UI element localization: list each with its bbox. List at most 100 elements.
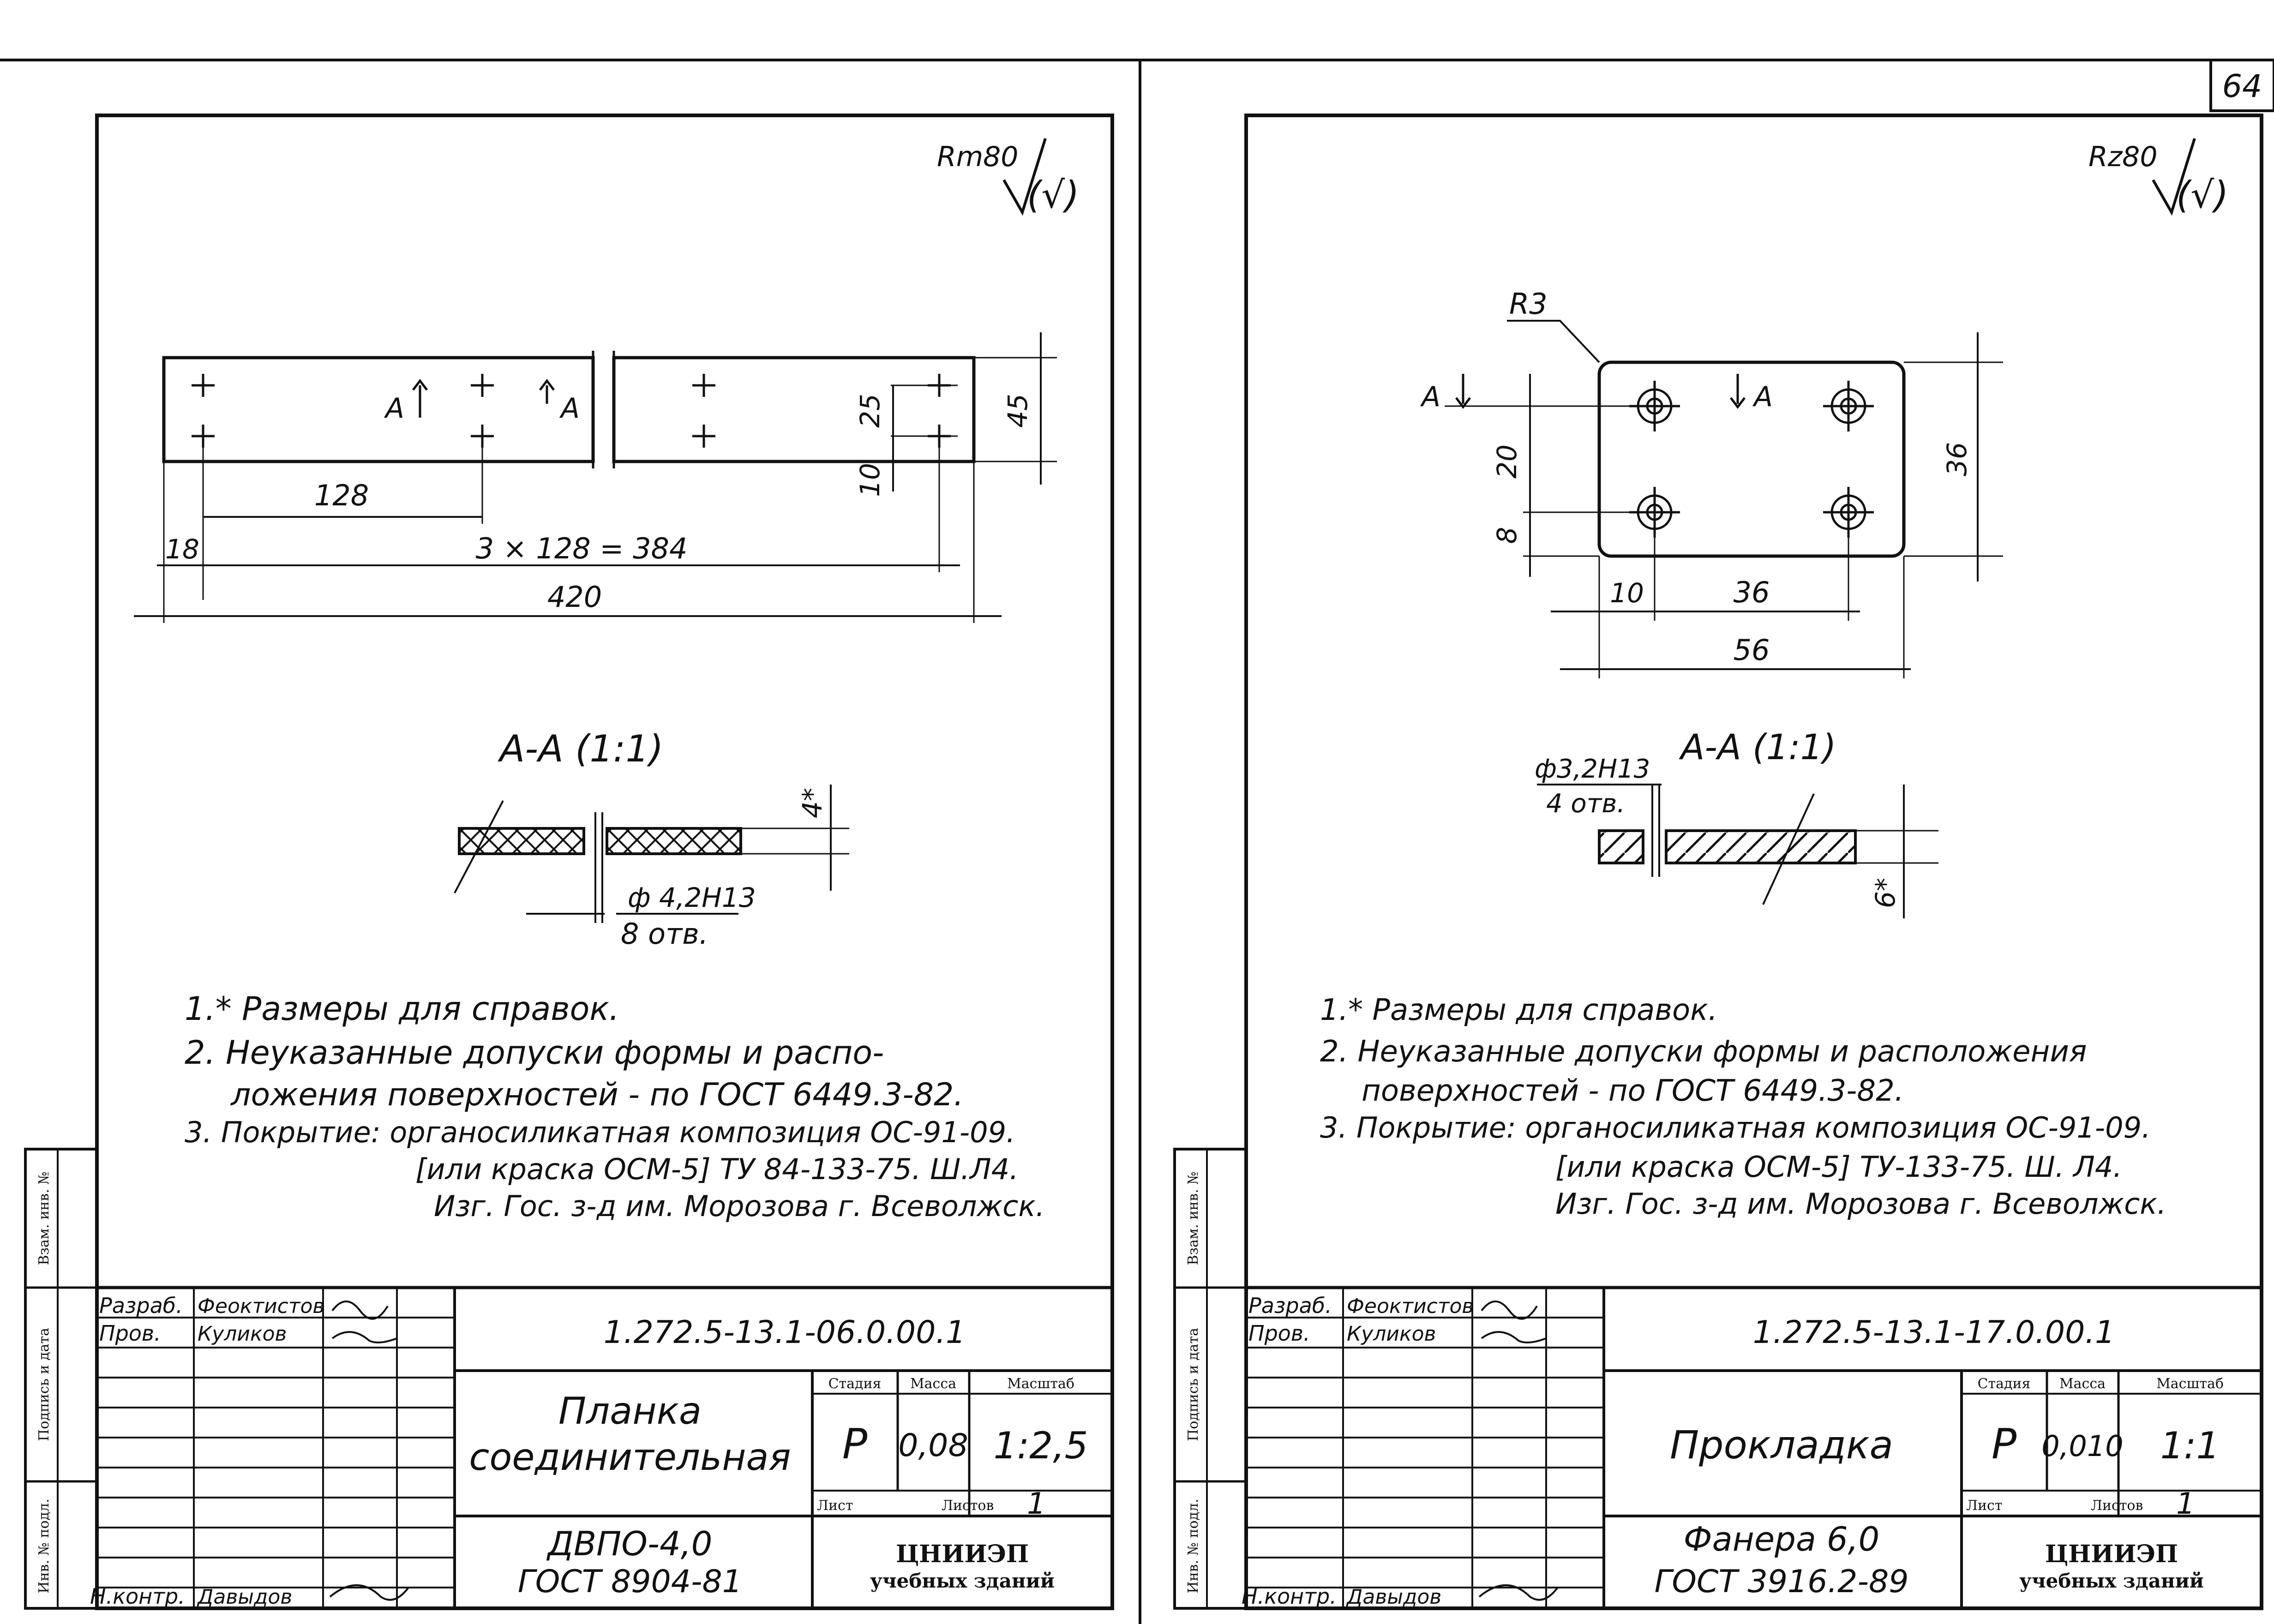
right-name-1: Феоктистов (1347, 1294, 1474, 1318)
right-role-2: Пров. (1248, 1321, 1310, 1346)
right-role-1: Разраб. (1248, 1293, 1332, 1318)
right-dim-56: 56 (1734, 633, 1770, 667)
right-note-5: [или краска ОСМ-5] ТУ-133-75. Ш. Л4. (1555, 1150, 2122, 1184)
left-role-7: Н.контр. (90, 1584, 185, 1609)
right-section-hole: ф3,2Н13 (1535, 754, 1650, 784)
right-section-view: А-А (1:1) ф3,2Н13 4 отв. 6* (1535, 726, 1938, 918)
sheet-right: Взам. инв. № Подпись и дата Инв. № подл.… (1173, 114, 2263, 1610)
right-material-1: Фанера 6,0 (1684, 1520, 1880, 1558)
right-mass: 0,010 (2041, 1429, 2124, 1463)
right-org-2: учебных зданий (2019, 1570, 2204, 1592)
right-dim-10: 10 (1610, 577, 1644, 609)
left-section-thickness: 4* (797, 788, 828, 818)
right-section-title: А-А (1:1) (1678, 726, 1836, 767)
left-material-2: ГОСТ 8904-81 (518, 1564, 742, 1600)
left-role-1: Разраб. (99, 1293, 183, 1318)
right-org-1: ЦНИИЭП (2045, 1540, 2178, 1568)
left-note-1: 1.* Размеры для справок. (185, 990, 619, 1028)
right-stage-header: Стадия (1978, 1376, 2031, 1392)
right-mass-header: Масса (2059, 1376, 2106, 1392)
left-material-1: ДВПО-4,0 (546, 1524, 713, 1563)
right-side-strip (1173, 1148, 1248, 1610)
right-roughness-check-icon (2152, 138, 2196, 216)
right-name-2: Куликов (1347, 1322, 1436, 1346)
right-section-thickness: 6* (1870, 878, 1901, 908)
right-section-mark-2: A (1752, 381, 1773, 413)
left-note-6: Изг. Гос. з-д им. Морозова г. Всеволжск. (434, 1189, 1045, 1223)
left-name-2: Куликов (198, 1322, 287, 1346)
left-section-mark-1: A (384, 392, 404, 425)
right-sheets: 1 (2176, 1487, 2195, 1521)
left-role-2: Пров. (99, 1321, 161, 1346)
left-mass: 0,08 (898, 1427, 968, 1464)
left-sheets: 1 (1027, 1487, 1046, 1521)
left-section-title: А-А (1:1) (498, 727, 664, 770)
left-plan-view: A A 128 3 × 128 = 384 18 420 25 10 (134, 332, 1057, 623)
left-dim-25: 25 (854, 394, 886, 428)
page-number-box (2209, 59, 2274, 112)
left-sheet-label: Лист (817, 1498, 853, 1514)
left-dim-420: 420 (547, 580, 602, 614)
left-sheets-label: Листов (942, 1498, 994, 1514)
left-roughness-suffix: (√) (1027, 174, 1079, 216)
left-designation: 1.272.5-13.1-06.0.00.1 (604, 1314, 966, 1351)
left-mass-header: Масса (910, 1376, 956, 1392)
left-title-block: Разраб. Пров. Н.контр. Феоктистов Кулико… (90, 1286, 1112, 1609)
left-scale-header: Масштаб (1007, 1376, 1074, 1392)
right-side-label-3: Инв. № подл. (1185, 1498, 1201, 1593)
left-name-7: Давыдов (197, 1585, 292, 1609)
right-roughness-suffix: (√) (2176, 174, 2228, 216)
sheet-left: Взам. инв. № Подпись и дата Инв. № подл.… (24, 114, 1114, 1610)
left-dim-128: 128 (314, 479, 369, 512)
right-dim-8: 8 (1491, 527, 1523, 544)
right-dim-36h: 36 (1734, 575, 1770, 609)
left-roughness-label: Rm80 (937, 141, 1018, 173)
right-signatures (1478, 1300, 1559, 1601)
right-designation: 1.272.5-13.1-17.0.00.1 (1753, 1314, 2115, 1351)
right-note-3: поверхностей - по ГОСТ 6449.3-82. (1362, 1074, 1904, 1108)
right-sheet-frame (1244, 114, 2263, 1610)
right-notes: 1.* Размеры для справок. 2. Неуказанные … (1320, 993, 2166, 1221)
left-signatures (329, 1300, 409, 1601)
left-section-hole: ф 4,2Н13 (628, 882, 756, 913)
right-dim-20: 20 (1491, 444, 1523, 479)
right-section-hole-count: 4 отв. (1546, 789, 1625, 819)
right-item-name: Прокладка (1670, 1422, 1893, 1468)
left-note-2: 2. Неуказанные допуски формы и распо- (185, 1034, 884, 1072)
right-scale: 1:1 (2160, 1424, 2220, 1467)
left-side-label-1: Взам. инв. № (36, 1171, 52, 1265)
right-note-6: Изг. Гос. з-д им. Морозова г. Всеволжск. (1555, 1187, 2166, 1221)
left-roughness-check-icon (1002, 138, 1047, 216)
left-stage: Р (842, 1420, 868, 1468)
right-section-mark-1: A (1420, 381, 1440, 413)
right-role-7: Н.контр. (1242, 1584, 1337, 1609)
right-note-2: 2. Неуказанные допуски формы и расположе… (1320, 1035, 2087, 1069)
left-scale: 1:2,5 (993, 1424, 1088, 1467)
left-stage-header: Стадия (828, 1376, 882, 1392)
left-name-1: Феоктистов (198, 1294, 324, 1318)
left-notes: 1.* Размеры для справок. 2. Неуказанные … (185, 990, 1045, 1223)
left-note-4: 3. Покрытие: органосиликатная композиция… (185, 1115, 1015, 1149)
left-item-name-2: соединительная (469, 1436, 791, 1479)
right-roughness-label: Rz80 (2088, 141, 2158, 173)
right-sheet-label: Лист (1966, 1498, 2002, 1514)
left-sheet-frame (95, 114, 1114, 1610)
right-side-label-1: Взам. инв. № (1185, 1171, 1201, 1265)
right-sheets-label: Листов (2091, 1498, 2143, 1514)
right-title-block: Разраб. Пров. Н.контр. Феоктистов Кулико… (1242, 1286, 2262, 1609)
left-item-name-1: Планка (558, 1390, 702, 1432)
right-side-label-2: Подпись и дата (1185, 1328, 1201, 1441)
right-note-4: 3. Покрытие: органосиликатная композиция… (1320, 1111, 2151, 1145)
left-side-label-3: Инв. № подл. (36, 1498, 52, 1593)
right-dim-36v: 36 (1941, 442, 1973, 476)
left-section-hole-count: 8 отв. (621, 917, 708, 951)
left-dim-45: 45 (1002, 394, 1033, 428)
left-dim-10: 10 (854, 463, 886, 497)
right-material-2: ГОСТ 3916.2-89 (1654, 1564, 1908, 1600)
right-note-1: 1.* Размеры для справок. (1320, 993, 1717, 1027)
left-side-strip (24, 1148, 98, 1610)
right-name-7: Давыдов (1346, 1585, 1441, 1609)
page-number: 64 (2222, 68, 2262, 105)
right-plan-view: R3 A A 20 8 36 10 36 (1420, 287, 2003, 678)
